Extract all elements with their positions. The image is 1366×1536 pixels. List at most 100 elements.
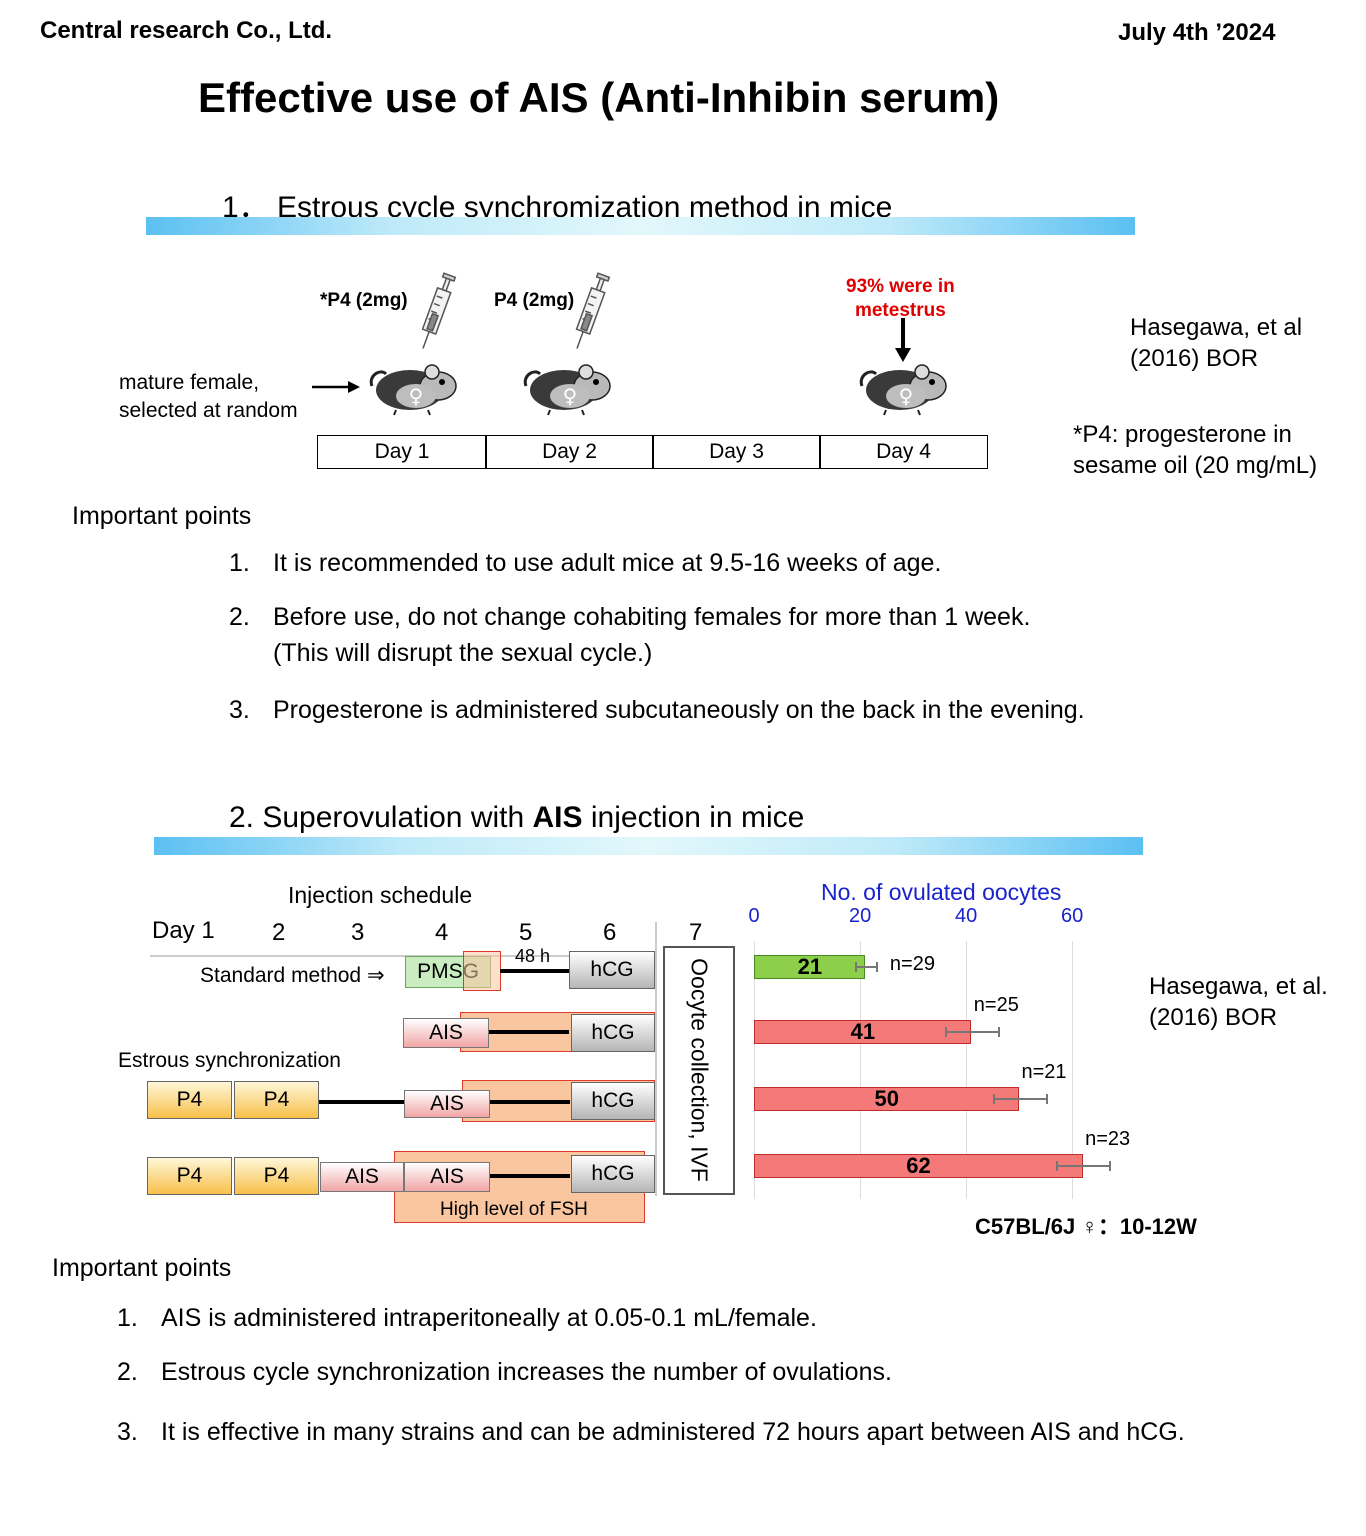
bar-value-label: 50	[874, 1086, 899, 1111]
strain-label: C57BL/6J ♀：10-12W	[975, 1214, 1197, 1239]
list-item: 3.It is effective in many strains and ca…	[117, 1418, 1185, 1446]
reference: Hasegawa, et al(2016) BOR	[1130, 314, 1303, 372]
interval-line	[490, 1100, 570, 1104]
error-bar-cap	[1045, 1094, 1048, 1104]
x-tick-label: 20	[849, 905, 872, 927]
day-cell: Day 3	[652, 435, 821, 469]
day-label: 2	[272, 919, 286, 946]
chart-title: No. of ovulated oocytes	[821, 879, 1062, 905]
mouse-selection-label: mature female,selected at random	[119, 371, 298, 422]
page-title: Effective use of AIS (Anti-Inhibin serum…	[198, 74, 1000, 121]
ais-box: AIS	[404, 1090, 490, 1118]
list-item: 2.Before use, do not change cohabiting f…	[229, 603, 1031, 631]
day-label: 4	[435, 919, 449, 946]
hcg-box: hCG	[571, 1155, 655, 1193]
interval-label: 48 h	[515, 946, 551, 966]
error-bar-cap	[854, 962, 857, 972]
section1-heading-bar	[146, 217, 1135, 235]
list-item: (This will disrupt the sexual cycle.)	[273, 639, 653, 667]
schedule-title: Injection schedule	[288, 882, 473, 908]
error-bar-cap	[992, 1094, 995, 1104]
oocyte-collection-label: Oocyte collection, IVF	[686, 958, 713, 1182]
grid-line	[1072, 941, 1073, 1199]
error-bar	[992, 1098, 1046, 1100]
document-date: July 4th ’2024	[1118, 19, 1276, 46]
pmsg-highlight	[463, 951, 501, 991]
points-title: Important points	[72, 502, 252, 530]
interval-line	[500, 969, 570, 973]
grid-line	[754, 941, 755, 1199]
p4-box: P4	[234, 1081, 319, 1119]
day-label: 6	[603, 919, 617, 946]
x-tick-label: 0	[748, 905, 760, 927]
down-arrow-icon	[895, 318, 911, 362]
bar-value-label: 41	[850, 1019, 876, 1044]
column-divider	[655, 922, 657, 1196]
hcg-box: hCG	[571, 1082, 655, 1120]
error-bar	[854, 966, 876, 968]
injection2-label: P4 (2mg)	[494, 290, 575, 311]
interval-line	[489, 1030, 569, 1034]
sample-size-label: n=25	[973, 994, 1019, 1016]
reference: Hasegawa, et al.(2016) BOR	[1149, 973, 1328, 1031]
section2-heading: 2. Superovulation with AIS injection in …	[229, 801, 805, 834]
day-label: Day 1	[152, 917, 215, 944]
sample-size-label: n=29	[889, 953, 935, 975]
x-tick-label: 60	[1061, 905, 1084, 927]
section2-heading-bar	[154, 837, 1143, 855]
grid-line	[860, 941, 861, 1199]
p4-box: P4	[147, 1081, 232, 1119]
ais-box: AIS	[320, 1162, 404, 1192]
x-tick-label: 40	[955, 905, 978, 927]
svg-text:♀: ♀	[409, 384, 424, 408]
error-bar-cap	[1109, 1161, 1112, 1171]
list-item: 2.Estrous cycle synchronization increase…	[117, 1358, 892, 1386]
standard-method-label: Standard method ⇒	[200, 964, 385, 987]
ovulated-oocytes-chart: 0 20 40 60 21 n=29 41 n=25 50 n=21 62 n=23	[740, 905, 1140, 1205]
oocyte-collection-box	[663, 946, 735, 1195]
list-item: 1.It is recommended to use adult mice at…	[229, 549, 942, 577]
list-item: 3.Progesterone is administered subcutane…	[229, 696, 1085, 724]
mouse-icon: ♀	[523, 364, 611, 416]
bar-value-label: 62	[906, 1153, 931, 1178]
fsh-label: High level of FSH	[440, 1199, 588, 1220]
ais-box: AIS	[403, 1018, 489, 1048]
day-cell: Day 1	[317, 435, 487, 469]
error-bar-cap	[875, 962, 878, 972]
p4-box: P4	[147, 1157, 232, 1195]
sample-size-label: n=21	[1021, 1061, 1067, 1083]
day-label: 3	[351, 919, 365, 946]
day-cell: Day 4	[819, 435, 988, 469]
bar	[754, 1020, 972, 1044]
day-cell: Day 2	[485, 435, 654, 469]
p4-box: P4	[234, 1157, 319, 1195]
mouse-icon: ♀	[859, 364, 947, 416]
hcg-box: hCG	[571, 1014, 655, 1052]
error-bar	[944, 1031, 998, 1033]
list-item: 1.AIS is administered intraperitoneally …	[117, 1304, 817, 1332]
svg-text:♀: ♀	[563, 384, 578, 408]
interval-line	[490, 1174, 570, 1178]
day-label: 7	[689, 919, 703, 946]
bar	[754, 1087, 1019, 1111]
injection1-label: *P4 (2mg)	[320, 290, 408, 311]
timeline-divider	[150, 955, 655, 957]
error-bar-cap	[1056, 1161, 1059, 1171]
grid-line	[966, 941, 967, 1199]
interval-line	[319, 1100, 404, 1104]
bar	[754, 955, 866, 979]
syringe-icon	[575, 272, 611, 349]
error-bar-cap	[997, 1027, 1000, 1037]
bar	[754, 1154, 1083, 1178]
points-title: Important points	[52, 1254, 232, 1282]
sample-size-label: n=23	[1085, 1128, 1131, 1150]
hcg-box: hCG	[569, 951, 655, 989]
right-arrow-icon	[312, 381, 360, 393]
bar-value-label: 21	[797, 954, 823, 979]
day-label: 5	[519, 919, 533, 946]
svg-text:♀: ♀	[899, 384, 914, 408]
error-bar-cap	[944, 1027, 947, 1037]
mouse-icon: ♀	[369, 364, 457, 416]
